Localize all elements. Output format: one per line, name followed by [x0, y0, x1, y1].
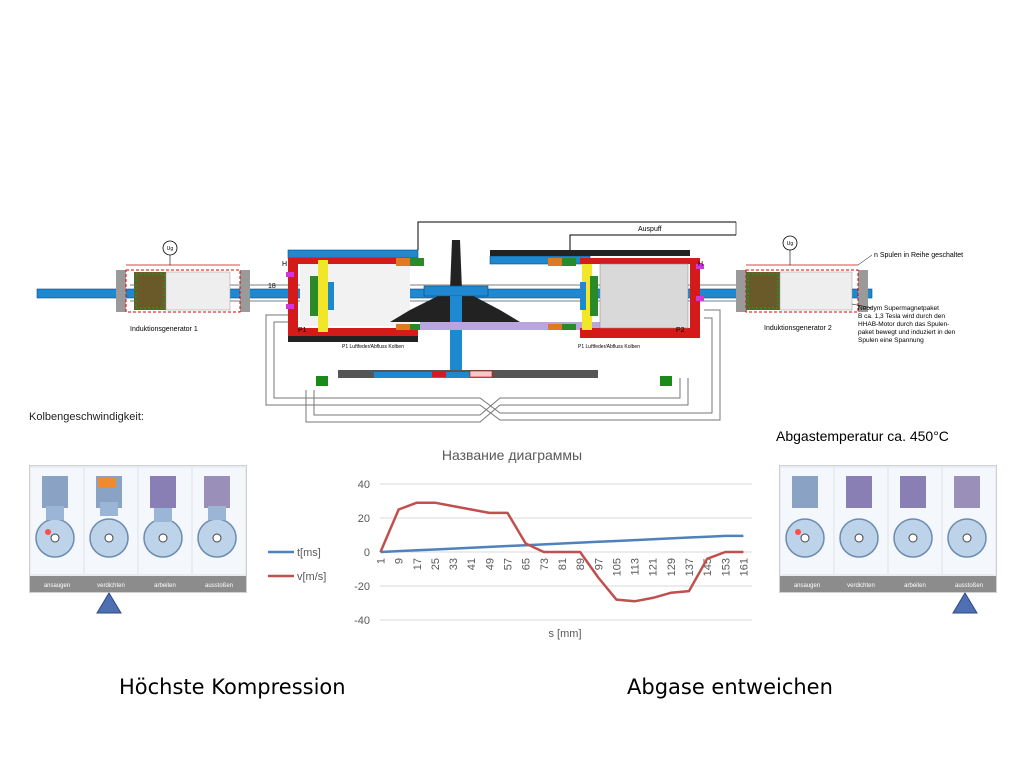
y-tick-label: -20 — [354, 581, 370, 593]
x-tick-label: 113 — [630, 558, 642, 576]
label-p2: P2 — [676, 327, 685, 334]
spulen-note: n Spulen in Reihe geschaltet — [874, 252, 963, 259]
svg-text:Neodym Supermagnetpaket B: Neodym Supermagnetpaket B ca. 1,3 Tesla … — [858, 305, 957, 344]
x-tick-label: 25 — [430, 558, 442, 570]
stroke-label-1: ansaugen — [44, 583, 70, 589]
engine-strip-right: ansaugen verdichten arbeiten ausstoßen — [779, 465, 997, 593]
label-p1: P1 — [298, 327, 307, 334]
chart-title: Название диаграммы — [442, 447, 582, 463]
x-tick-label: 97 — [593, 558, 605, 570]
neodym-line-4: paket bewegt und induziert in den — [858, 329, 956, 336]
stroke-frame-1 — [31, 468, 83, 574]
stroke-label-r3: arbeiten — [904, 583, 926, 589]
x-tick-label: 41 — [466, 558, 478, 570]
y-tick-label: 40 — [358, 479, 370, 491]
stroke-frame-4 — [193, 468, 245, 574]
return-pipes — [265, 309, 721, 423]
stroke-frame-r2 — [835, 468, 887, 574]
label-18: 18 — [268, 283, 276, 290]
x-tick-label: 49 — [484, 558, 496, 570]
generator-left-label: Induktionsgenerator 1 — [130, 326, 198, 333]
x-tick-label: 57 — [503, 558, 515, 570]
generator-left — [116, 269, 250, 313]
stroke-frame-2 — [85, 468, 137, 574]
stroke-frame-r3 — [889, 468, 941, 574]
gauge-right: Ug — [746, 235, 873, 309]
label-h-right: H — [698, 261, 703, 268]
x-tick-label: 9 — [394, 558, 406, 564]
caption-left: Höchste Kompression — [119, 675, 346, 699]
auspuff-label: Auspuff — [638, 226, 662, 233]
x-tick-label: 33 — [448, 558, 460, 570]
engine-diagram: Ug Induktionsgenerator 1 18 H P1 P1 Luft… — [36, 221, 963, 423]
cylinder-left — [286, 249, 424, 342]
kolben-label: Kolbengeschwindigkeit: — [29, 411, 144, 423]
stroke-frame-3 — [139, 468, 191, 574]
crank-center — [338, 240, 600, 378]
gauge-left: Ug — [126, 240, 240, 266]
stroke-label-4: ausstoßen — [205, 583, 233, 589]
stroke-label-3: arbeiten — [154, 583, 176, 589]
y-tick-label: 20 — [358, 513, 370, 525]
stroke-label-r2: verdichten — [847, 583, 875, 589]
cylinder-right — [489, 250, 704, 338]
generator-right — [736, 269, 868, 313]
p1-note: P1 Luftfeder/Abfluss Kolben — [342, 344, 404, 350]
abgas-temperature: Abgastemperatur ca. 450°C — [776, 428, 949, 444]
stroke-label-r4: ausstoßen — [955, 583, 983, 589]
x-tick-label: 145 — [702, 558, 714, 576]
x-tick-label: 17 — [412, 558, 424, 570]
stroke-label-r1: ansaugen — [794, 583, 820, 589]
marker-triangle-left — [96, 592, 122, 614]
x-tick-label: 81 — [557, 558, 569, 570]
label-h-left: H — [282, 261, 287, 268]
exhaust-pipe — [417, 221, 737, 250]
marker-triangle-right — [952, 592, 978, 614]
x-tick-label: 1 — [376, 558, 388, 564]
engine-strip-left: ansaugen verdichten arbeiten ausstoßen — [29, 465, 247, 593]
legend-label: v[m/s] — [297, 571, 326, 583]
x-tick-label: 161 — [738, 558, 750, 576]
y-tick-label: 0 — [364, 547, 370, 559]
caption-right: Abgase entweichen — [627, 675, 833, 699]
gauge-left-label: Ug — [167, 246, 174, 252]
x-tick-label: 105 — [611, 558, 623, 576]
x-tick-label: 153 — [720, 558, 732, 576]
x-tick-label: 121 — [648, 558, 660, 576]
x-tick-label: 129 — [666, 558, 678, 576]
stroke-label-2: verdichten — [97, 583, 125, 589]
x-tick-label: 65 — [521, 558, 533, 570]
x-tick-label: 137 — [684, 558, 696, 576]
neodym-line-5: Spulen eine Spannung — [858, 337, 924, 344]
neodym-line-2: B ca. 1,3 Tesla wird durch den — [858, 313, 945, 320]
gauge-right-label: Ug — [787, 241, 794, 247]
valves — [316, 376, 672, 386]
series-line — [380, 534, 744, 554]
stroke-frame-r4 — [943, 468, 995, 574]
x-tick-label: 73 — [539, 558, 551, 570]
p2-note: P1 Luftfeder/Abfluss Kolben — [578, 344, 640, 350]
neodym-line-1: Neodym Supermagnetpaket — [858, 305, 939, 312]
series-line — [379, 501, 744, 603]
legend-label: t[ms] — [297, 547, 321, 559]
x-tick-label: 89 — [575, 558, 587, 570]
stroke-frame-r1 — [781, 468, 833, 574]
x-axis-label: s [mm] — [549, 628, 582, 640]
y-tick-label: -40 — [354, 615, 370, 627]
neodym-line-3: HHAB-Motor durch das Spulen- — [858, 321, 949, 328]
generator-right-label: Induktionsgenerator 2 — [764, 325, 832, 332]
